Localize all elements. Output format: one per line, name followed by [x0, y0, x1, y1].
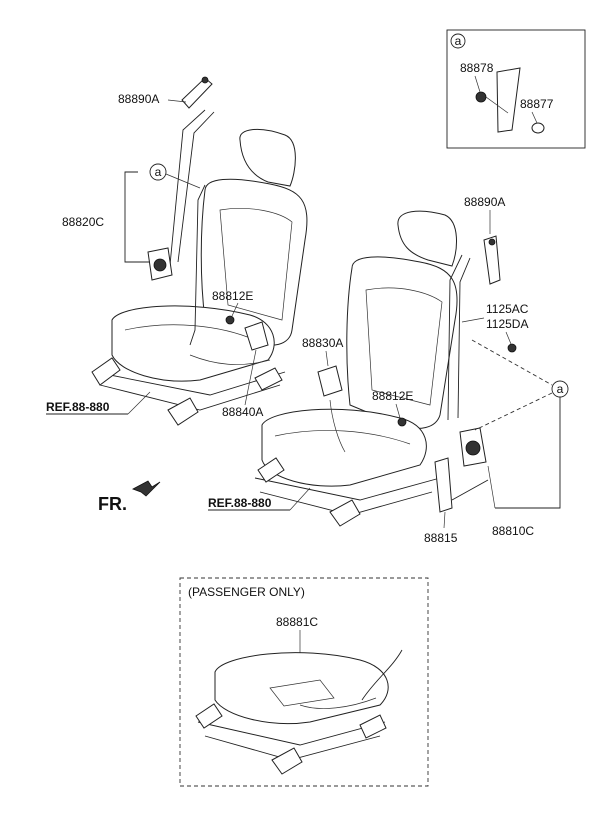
left-cushion-line [124, 324, 256, 341]
front-direction: FR. [98, 480, 161, 514]
callout-88815: 88815 [424, 531, 458, 545]
leader-88810C [487, 465, 496, 509]
right-seat-assembly: 88890A 1125AC 1125DA 88830A 88812E a 888… [208, 195, 569, 545]
leader-88830A [325, 350, 329, 367]
callout-1125DA: 1125DA [486, 317, 528, 331]
callout-88881C: 88881C [276, 615, 318, 629]
left-height-adjuster [181, 77, 213, 109]
leader-88890A-left [167, 99, 187, 103]
bracket-88810C [495, 397, 561, 509]
left-rail-foot-front [91, 357, 121, 386]
left-belt-webbing-inner [177, 111, 215, 263]
leader-ref-right [289, 487, 311, 511]
left-a-mark: a [155, 165, 162, 179]
callout-1125AC: 1125AC [486, 302, 529, 316]
right-belt-webbing-outer [447, 254, 463, 421]
left-rail-foot-back [167, 397, 199, 426]
left-belt-lap [189, 184, 206, 346]
callout-88878: 88878 [460, 61, 494, 75]
right-retractor-spool [465, 440, 481, 456]
passenger-cushion [214, 652, 389, 725]
left-a-circle [149, 163, 167, 181]
passenger-box-frame [179, 577, 429, 787]
passenger-rail-upper [197, 721, 386, 746]
right-rail-foot-back [329, 499, 361, 527]
ref-right: REF.88-880 [208, 496, 272, 510]
right-buckle [317, 365, 343, 397]
callout-88820C: 88820C [62, 215, 104, 229]
pretensioner [434, 457, 453, 513]
left-cushion [111, 305, 275, 382]
right-anchor-bolt [397, 417, 407, 427]
bolt-1125 [507, 343, 517, 353]
right-buckle-wire [329, 399, 346, 453]
left-rail-lower [99, 384, 281, 411]
bracket-88820C [124, 171, 150, 263]
right-rail-upper [254, 477, 441, 501]
leader-88815 [443, 511, 446, 529]
leader-88877 [531, 111, 538, 124]
left-adjuster-bolt [201, 76, 209, 84]
callout-88810C: 88810C [492, 524, 534, 538]
leader-clip [485, 96, 509, 114]
ref-left: REF.88-880 [46, 400, 110, 414]
leader-88812E-right [395, 403, 401, 419]
passenger-back-edge [361, 649, 403, 701]
leader-ref-left [127, 391, 151, 415]
leader-88812E-left [231, 302, 239, 317]
right-cushion [261, 408, 427, 487]
passenger-only-box: (PASSENGER ONLY) 88881C [179, 577, 429, 787]
right-seat-back [346, 256, 458, 429]
right-back-panel [365, 287, 443, 406]
left-back-panel [219, 207, 293, 321]
callout-88812E-left: 88812E [212, 289, 253, 303]
right-headrest [397, 210, 457, 267]
callout-88840A: 88840A [222, 405, 263, 419]
pillar-trim-panel [496, 67, 521, 133]
passenger-rail-foot-back [271, 747, 303, 775]
left-buckle [244, 321, 269, 351]
pretensioner-rod [451, 479, 489, 501]
sensor-wire [299, 697, 377, 709]
left-seat-assembly: a 88820C 88890A 88812E 88840A REF.88-880 [46, 76, 308, 426]
leader-1125AC [461, 317, 485, 323]
occupant-sensor-mat [269, 679, 335, 707]
front-label: FR. [98, 494, 127, 514]
left-rail-foot-side [254, 367, 283, 391]
passenger-box-title: (PASSENGER ONLY) [188, 585, 305, 599]
detail-a-circle [450, 33, 466, 49]
cap-88877 [531, 122, 545, 134]
detail-a-mark: a [455, 34, 462, 48]
callout-88877: 88877 [520, 97, 554, 111]
callout-88812E-right: 88812E [372, 389, 413, 403]
callout-88890A-left: 88890A [118, 92, 159, 106]
leader-1125DA [505, 331, 512, 345]
clip-88878 [475, 91, 487, 103]
callout-88890A-right: 88890A [464, 195, 505, 209]
leader-right-a-dashed-2 [474, 392, 553, 431]
detail-box-a: a 88878 88877 [446, 29, 586, 149]
left-buckle-wire [189, 354, 271, 365]
left-headrest [239, 128, 296, 187]
callout-88830A: 88830A [302, 336, 343, 350]
left-anchor-bolt [225, 315, 235, 325]
right-rail-foot-front [257, 457, 285, 483]
right-cushion-line [274, 430, 411, 445]
detail-box-frame [446, 29, 586, 149]
right-belt-webbing-inner [457, 257, 471, 419]
right-adjuster-bolt [488, 238, 496, 246]
left-retractor-spool [153, 258, 167, 272]
passenger-rail-foot-front [195, 703, 223, 729]
leader-88878 [474, 75, 481, 93]
right-a-mark: a [557, 382, 564, 396]
leader-left-a [165, 173, 201, 189]
right-height-adjuster [483, 235, 501, 285]
front-arrow-icon [132, 480, 161, 497]
leader-right-a-dashed [471, 339, 553, 386]
leader-88840A [244, 349, 257, 406]
left-belt-webbing-outer [169, 109, 206, 266]
passenger-rail-foot-side [359, 714, 387, 739]
